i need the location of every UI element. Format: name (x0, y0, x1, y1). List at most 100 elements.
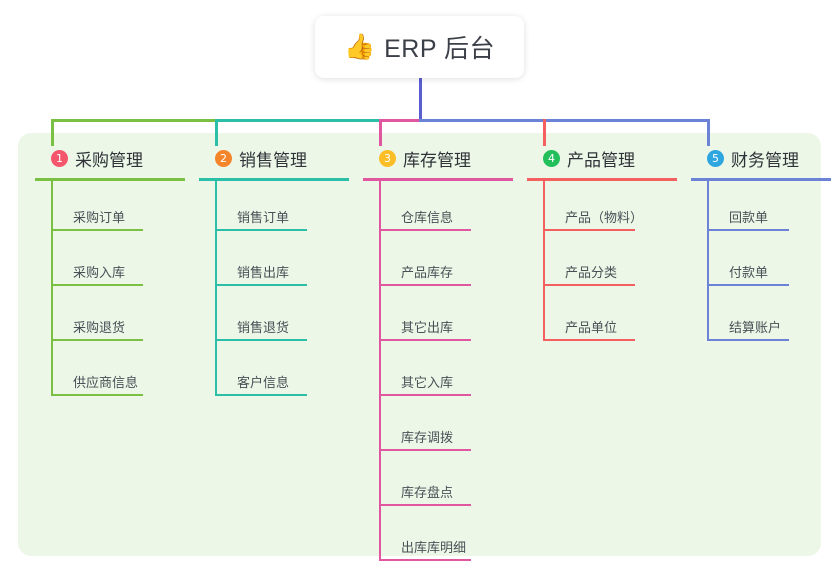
bus-segment-1 (51, 119, 215, 122)
branch-item-label: 付款单 (729, 265, 769, 280)
branch-item[interactable]: 销售出库 (199, 236, 349, 291)
branch-item[interactable]: 库存调拨 (363, 401, 513, 456)
branch-header-rule (527, 178, 677, 181)
branch-item-label: 采购订单 (73, 210, 126, 225)
branch-item[interactable]: 库存盘点 (363, 456, 513, 511)
root-node[interactable]: 👍 ERP 后台 (315, 16, 524, 78)
root-title: ERP 后台 (384, 35, 496, 63)
thumbs-up-icon: 👍 (343, 32, 376, 61)
branch-item-rule (707, 284, 789, 286)
branch-item-label: 供应商信息 (73, 375, 139, 390)
branch-item[interactable]: 结算账户 (691, 291, 831, 346)
branch-item-rule (707, 229, 789, 231)
branch-item-rule (707, 339, 789, 341)
branch-item[interactable]: 客户信息 (199, 346, 349, 401)
branch-item-rule (543, 284, 635, 286)
branch-title: 采购管理 (75, 150, 143, 170)
branch-item-rule (543, 339, 635, 341)
branch-item-label: 产品单位 (565, 320, 618, 335)
branch-item-label: 采购退货 (73, 320, 126, 335)
bus-segment-3 (379, 119, 419, 122)
branch-item[interactable]: 采购入库 (35, 236, 185, 291)
branch-item-label: 产品分类 (565, 265, 618, 280)
branch-item-label: 产品（物料） (565, 210, 644, 225)
branch-item[interactable]: 产品分类 (527, 236, 677, 291)
branch-spine (543, 181, 545, 341)
branch-drop-5 (707, 119, 710, 146)
branch-item-label: 采购入库 (73, 265, 126, 280)
branch-item[interactable]: 付款单 (691, 236, 831, 291)
branch-item[interactable]: 其它入库 (363, 346, 513, 401)
branch-header-rule (691, 178, 831, 181)
branch-item[interactable]: 供应商信息 (35, 346, 185, 401)
branch-item-label: 销售订单 (237, 210, 290, 225)
branch-item-rule (215, 284, 307, 286)
branch-item[interactable]: 其它出库 (363, 291, 513, 346)
branch-item[interactable]: 回款单 (691, 181, 831, 236)
branch-spine (215, 181, 217, 396)
branch-item[interactable]: 采购退货 (35, 291, 185, 346)
branch-title: 销售管理 (239, 150, 307, 170)
branch-number-badge: 3 (379, 149, 396, 167)
branch-item-rule (379, 504, 471, 506)
branch-item-label: 回款单 (729, 210, 769, 225)
branch-title: 财务管理 (731, 150, 799, 170)
branch-drop-4 (543, 119, 546, 146)
branch-spine (707, 181, 709, 341)
branch-header-rule (199, 178, 349, 181)
branch-item-label: 库存盘点 (401, 485, 454, 500)
branch-item[interactable]: 产品库存 (363, 236, 513, 291)
branch-item-label: 销售出库 (237, 265, 290, 280)
branch-item-label: 客户信息 (237, 375, 290, 390)
branch-item-label: 销售退货 (237, 320, 290, 335)
branch-header-3[interactable]: 3 库存管理 (363, 146, 513, 170)
branch-item-rule (379, 394, 471, 396)
branch-item[interactable]: 销售订单 (199, 181, 349, 236)
branch-item-rule (379, 559, 471, 561)
branch-panel (18, 133, 821, 556)
branch-item-rule (51, 229, 143, 231)
branch-column-4: 4 产品管理产品（物料） 产品分类产品单位 (527, 146, 677, 346)
branch-column-3: 3 库存管理仓库信息产品库存其它出库其它入库库存调拨库存盘点出库库明细 (363, 146, 513, 566)
branch-header-4[interactable]: 4 产品管理 (527, 146, 677, 170)
branch-item-label: 其它出库 (401, 320, 454, 335)
branch-item-rule (51, 339, 143, 341)
branch-item-rule (379, 229, 471, 231)
branch-item[interactable]: 产品（物料） (527, 181, 677, 236)
branch-item[interactable]: 仓库信息 (363, 181, 513, 236)
branch-title: 产品管理 (567, 150, 635, 170)
branch-drop-2 (215, 119, 218, 146)
branch-item-rule (51, 284, 143, 286)
branch-spine (51, 181, 53, 396)
branch-item-rule (51, 394, 143, 396)
branch-header-rule (363, 178, 513, 181)
branch-item-list: 产品（物料） 产品分类产品单位 (527, 181, 677, 346)
branch-number-badge: 4 (543, 149, 560, 167)
branch-title: 库存管理 (403, 150, 471, 170)
branch-item-label: 出库库明细 (401, 540, 467, 555)
branch-header-rule (35, 178, 185, 181)
root-stem (419, 78, 422, 122)
branch-item[interactable]: 销售退货 (199, 291, 349, 346)
branch-item-label: 库存调拨 (401, 430, 454, 445)
branch-item[interactable]: 采购订单 (35, 181, 185, 236)
branch-item[interactable]: 产品单位 (527, 291, 677, 346)
branch-item-label: 仓库信息 (401, 210, 454, 225)
branch-item-list: 仓库信息产品库存其它出库其它入库库存调拨库存盘点出库库明细 (363, 181, 513, 566)
branch-item-rule (543, 229, 635, 231)
bus-segment-4 (419, 119, 707, 122)
branch-drop-1 (51, 119, 54, 146)
branch-item[interactable]: 出库库明细 (363, 511, 513, 566)
branch-item-rule (215, 394, 307, 396)
branch-item-list: 采购订单采购入库采购退货供应商信息 (35, 181, 185, 401)
branch-drop-3 (379, 119, 382, 146)
branch-item-label: 产品库存 (401, 265, 454, 280)
branch-item-rule (215, 229, 307, 231)
